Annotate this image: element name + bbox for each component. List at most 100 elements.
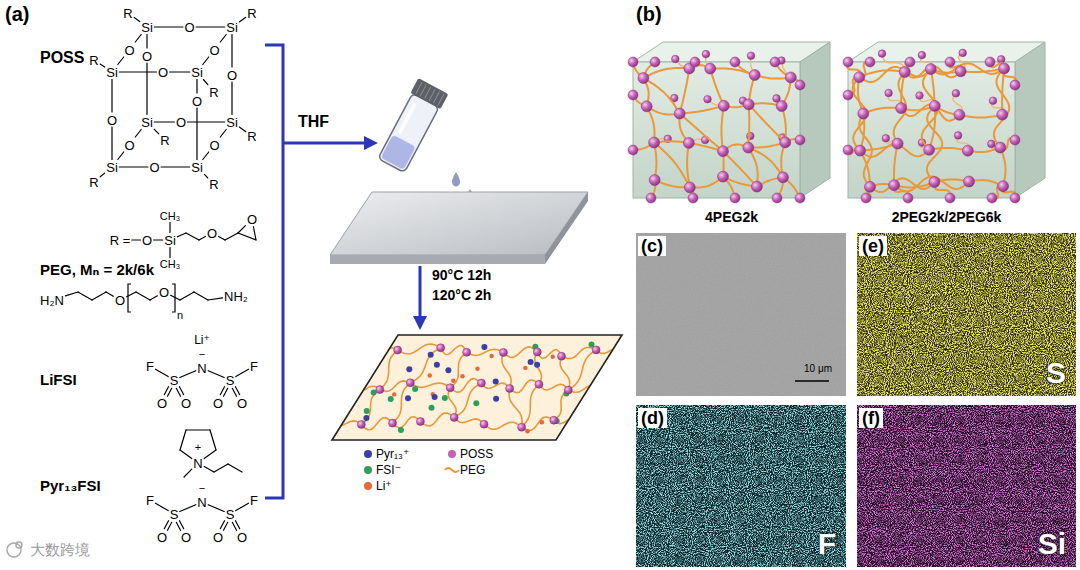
- chemical-bond: [136, 292, 150, 300]
- poss-sphere: [650, 57, 660, 67]
- atom-label: R: [89, 54, 98, 67]
- atom-label: O: [227, 68, 237, 81]
- poss-sphere: [962, 145, 973, 156]
- ion-dot: [388, 396, 394, 402]
- peg-line-sample: [444, 466, 460, 474]
- chemical-bond: [169, 223, 170, 233]
- chemical-bond: [65, 292, 78, 296]
- sem-image: [636, 233, 846, 396]
- legend-swatch: [364, 466, 372, 474]
- box-side: [1015, 42, 1045, 198]
- poss-sphere: [416, 418, 424, 426]
- peg-chain: [510, 380, 539, 393]
- peg-chain: [448, 388, 456, 418]
- chemical-bond: [232, 388, 236, 396]
- box-front: [848, 62, 1015, 198]
- poss-sphere: [499, 348, 507, 356]
- poss-sphere: [672, 55, 680, 63]
- peg-chain: [710, 69, 724, 106]
- atom-label: O: [176, 116, 186, 129]
- cap-ridges: [416, 82, 444, 105]
- peg-chain: [484, 422, 522, 429]
- peg-chain: [894, 182, 934, 187]
- chemical-bond: [236, 503, 249, 510]
- chemical-bond: [150, 296, 157, 300]
- watermark: 大数跨境: [30, 542, 90, 557]
- chemical-bond: [132, 239, 141, 240]
- poss-sphere: [463, 348, 471, 356]
- chemical-bond: [225, 233, 238, 240]
- drop: [452, 172, 460, 187]
- peg-chain: [454, 383, 481, 417]
- peg-chain: [522, 417, 554, 430]
- poss-sphere: [855, 145, 866, 156]
- poss-sphere: [918, 51, 926, 59]
- logo-ring: [16, 542, 22, 548]
- poss-sphere: [690, 57, 700, 67]
- atom-label: CH₃: [160, 259, 180, 270]
- legend-swatch: [364, 482, 372, 490]
- panel-letter: (f): [859, 408, 883, 428]
- glass-plate: [330, 192, 588, 255]
- poss-sphere: [704, 95, 712, 103]
- box-front: [633, 62, 800, 198]
- chemical-bond: [196, 108, 197, 160]
- atom-label: Li⁺: [194, 334, 210, 346]
- atom-label: −: [199, 483, 205, 494]
- element-label: Si: [1038, 529, 1066, 559]
- scale-label: 10 μm: [804, 364, 832, 374]
- poss-sphere: [592, 346, 600, 354]
- atom-label: O: [181, 531, 191, 544]
- poss-sphere: [778, 172, 789, 183]
- peg-chain: [748, 104, 749, 147]
- poss-sphere: [865, 57, 875, 67]
- atom-label: O: [213, 531, 223, 544]
- vial: [376, 78, 448, 173]
- chemical-bond: [100, 64, 105, 67]
- chemical-bond: [127, 292, 136, 297]
- watermark-logo: [7, 542, 22, 557]
- poss-sphere: [998, 181, 1009, 192]
- network-schematic: 4PEG2k: [633, 40, 830, 230]
- legend-text: POSS: [460, 448, 493, 460]
- chemical-bond: [78, 292, 92, 300]
- peg-chain: [680, 68, 690, 113]
- chemical-bond: [203, 152, 209, 160]
- poss-sphere: [649, 137, 660, 148]
- peg-chain: [503, 347, 537, 358]
- peg-chain: [643, 68, 689, 78]
- chemical-bond: [239, 17, 246, 22]
- panel-letter: (b): [636, 4, 662, 24]
- poss-sphere: [357, 420, 365, 428]
- scale-bar: [795, 380, 829, 382]
- atom-label: O: [142, 234, 152, 247]
- peg-chain: [722, 106, 724, 151]
- peg-chain: [994, 68, 1009, 147]
- chemical-bond: [203, 57, 209, 65]
- atom-label: O: [237, 531, 247, 544]
- eds-map: [857, 233, 1076, 396]
- atom-label: R: [123, 7, 132, 20]
- eds-texture: [636, 405, 846, 567]
- repeat-bracket: [172, 284, 175, 312]
- legend-text: Pyr₁₃⁺: [376, 448, 409, 460]
- poss-sphere: [858, 108, 869, 119]
- poss-sphere: [952, 90, 960, 98]
- compound-name: PEG, Mₙ = 2k/6k: [40, 262, 154, 277]
- chemical-bond: [231, 35, 232, 68]
- poss-sphere: [772, 193, 782, 203]
- poss-sphere: [854, 72, 865, 83]
- poss-sphere: [785, 72, 796, 83]
- process-arrow: [419, 266, 422, 318]
- chemical-bond: [194, 292, 208, 300]
- chemical-bond: [168, 388, 172, 396]
- ion-dot: [460, 374, 464, 378]
- poss-sphere: [795, 135, 805, 145]
- atom-label: O: [192, 94, 202, 107]
- box-side: [800, 42, 830, 198]
- chemical-bond: [176, 388, 180, 396]
- logo-ring: [7, 543, 21, 557]
- chemical-bond: [196, 80, 197, 94]
- chemical-bond: [111, 127, 112, 160]
- eds-map: (e)S: [857, 233, 1076, 396]
